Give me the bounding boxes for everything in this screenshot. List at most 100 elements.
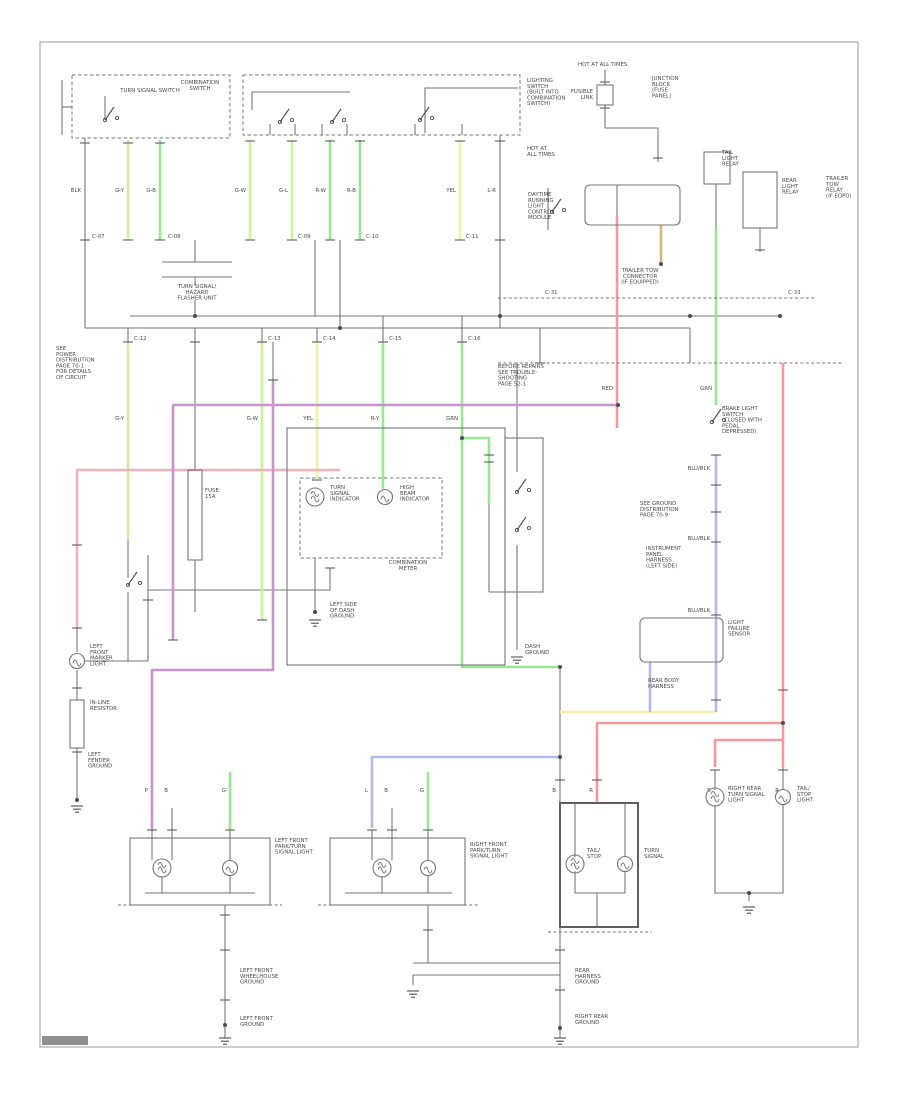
bulb-filament-icon xyxy=(157,866,167,874)
bulb-icon xyxy=(774,788,792,806)
diagram-label: C-09 xyxy=(298,234,311,240)
junction-dot xyxy=(558,755,562,759)
switch-contact-icon xyxy=(514,489,520,495)
bulb-filament-icon xyxy=(570,862,580,870)
bulb-filament-icon xyxy=(710,791,720,797)
diagram-label: GRN xyxy=(700,386,712,392)
wire-gray xyxy=(424,87,518,133)
switch-contact-icon xyxy=(526,525,532,531)
bulb-filament-icon xyxy=(423,866,433,874)
switch-arm-icon xyxy=(104,106,115,121)
dual-filament-bulb-icon xyxy=(565,854,585,874)
junction-dot xyxy=(747,891,751,895)
diagram-label: R xyxy=(589,788,593,794)
switch-arm-icon xyxy=(551,198,562,213)
diagram-label: G-W xyxy=(235,188,247,194)
wire-green xyxy=(462,436,491,505)
diagram-label: TURN SIGNAL SWITCH xyxy=(119,88,180,94)
diagram-label: B xyxy=(552,788,556,794)
diagram-label: L xyxy=(365,788,368,794)
junction-dot xyxy=(338,326,342,330)
dual-filament-bulb-icon xyxy=(305,487,325,507)
bulb-filament-icon xyxy=(225,866,235,874)
diagram-label: BLK xyxy=(71,188,82,194)
page-corner-tab xyxy=(42,1036,88,1045)
diagram-label: C-08 xyxy=(168,234,181,240)
bulb-filament-icon xyxy=(377,866,387,874)
dual-filament-bulb-icon xyxy=(705,787,725,807)
component-box xyxy=(742,171,778,229)
junction-dot xyxy=(616,403,620,407)
dual-filament-bulb-icon xyxy=(152,858,172,878)
switch-arm-icon xyxy=(516,478,527,493)
bulb-icon xyxy=(419,859,437,877)
diagram-label: C-07 xyxy=(92,234,105,240)
switch-contact-icon xyxy=(526,487,532,493)
switch-arm-icon xyxy=(419,106,430,121)
wire-blue xyxy=(370,755,560,828)
junction-dot xyxy=(223,1023,227,1027)
diagram-label: B xyxy=(384,788,388,794)
diagram-label: C-15 xyxy=(389,336,402,342)
bulb-filament-icon xyxy=(310,491,320,497)
switch-contact-icon xyxy=(709,419,715,425)
wire-pink xyxy=(75,468,340,628)
junction-dot xyxy=(558,1026,562,1030)
bulb-filament-icon xyxy=(377,862,387,868)
junction-dot xyxy=(460,436,464,440)
switch-contact-icon xyxy=(721,417,727,423)
bulb-icon xyxy=(68,652,86,670)
bulb-filament-icon xyxy=(310,495,320,503)
switch-contact-icon xyxy=(417,117,423,123)
junction-dots xyxy=(75,262,785,1030)
switch-contact-icon xyxy=(289,117,295,123)
switch-contact-icon xyxy=(114,115,120,121)
junction-dot xyxy=(659,262,663,266)
wire-red xyxy=(713,738,783,767)
diagram-label: R-W xyxy=(315,188,326,194)
bulb-filament-icon xyxy=(778,795,788,803)
component-box xyxy=(69,699,85,749)
bulb-filament-icon xyxy=(157,862,167,868)
component-box xyxy=(187,469,203,561)
wire-purple xyxy=(171,403,620,640)
switch-arm-icon xyxy=(331,108,342,123)
component-box xyxy=(584,184,681,226)
component-box xyxy=(329,837,466,906)
wire-purple xyxy=(150,380,275,830)
diagram-label: G xyxy=(222,788,226,794)
dashed-component-box xyxy=(242,74,521,136)
junction-dot xyxy=(75,798,79,802)
diagram-label: G-L xyxy=(279,188,288,194)
component-box xyxy=(596,84,614,106)
bulb-filament-icon xyxy=(620,862,630,870)
diagram-label: C-14 xyxy=(323,336,336,342)
switch-contact-icon xyxy=(549,209,555,215)
diagram-label: L-R xyxy=(487,188,496,194)
diagram-label: G-B xyxy=(146,188,156,194)
bulb-filament-icon xyxy=(380,495,390,503)
switch-contact-icon xyxy=(341,117,347,123)
diagram-label: G-Y xyxy=(115,188,124,194)
